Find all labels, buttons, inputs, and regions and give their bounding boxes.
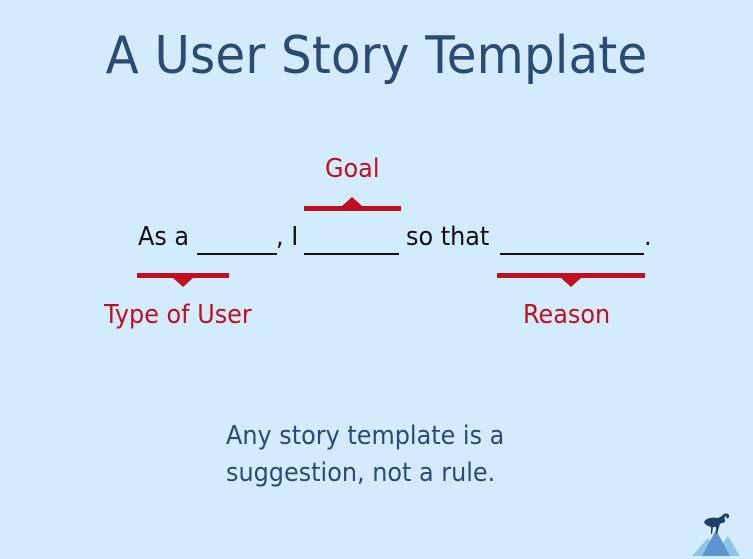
blank-reason [500, 253, 644, 255]
type-of-user-label: Type of User [104, 300, 252, 330]
note-text: Any story template is a suggestion, not … [226, 418, 504, 492]
blank-goal [304, 253, 399, 255]
goal-label: Goal [325, 154, 380, 184]
blank-user [197, 253, 277, 255]
sentence-as-a: As a [138, 222, 190, 252]
reason-bracket [497, 273, 645, 278]
sentence-period: . [644, 222, 652, 252]
sentence-comma-i: , I [276, 222, 299, 252]
user-pointer-icon [173, 278, 193, 287]
mountain-goat-logo-icon [692, 513, 740, 556]
reason-pointer-icon [561, 278, 581, 287]
sentence-so-that: so that [406, 222, 490, 252]
note-line-1: Any story template is a [226, 421, 505, 451]
note-line-2: suggestion, not a rule. [226, 458, 496, 488]
goal-pointer-icon [342, 197, 362, 206]
slide-title: A User Story Template [105, 26, 648, 86]
reason-label: Reason [523, 300, 611, 330]
user-bracket [137, 273, 229, 278]
goal-bracket [304, 206, 401, 211]
